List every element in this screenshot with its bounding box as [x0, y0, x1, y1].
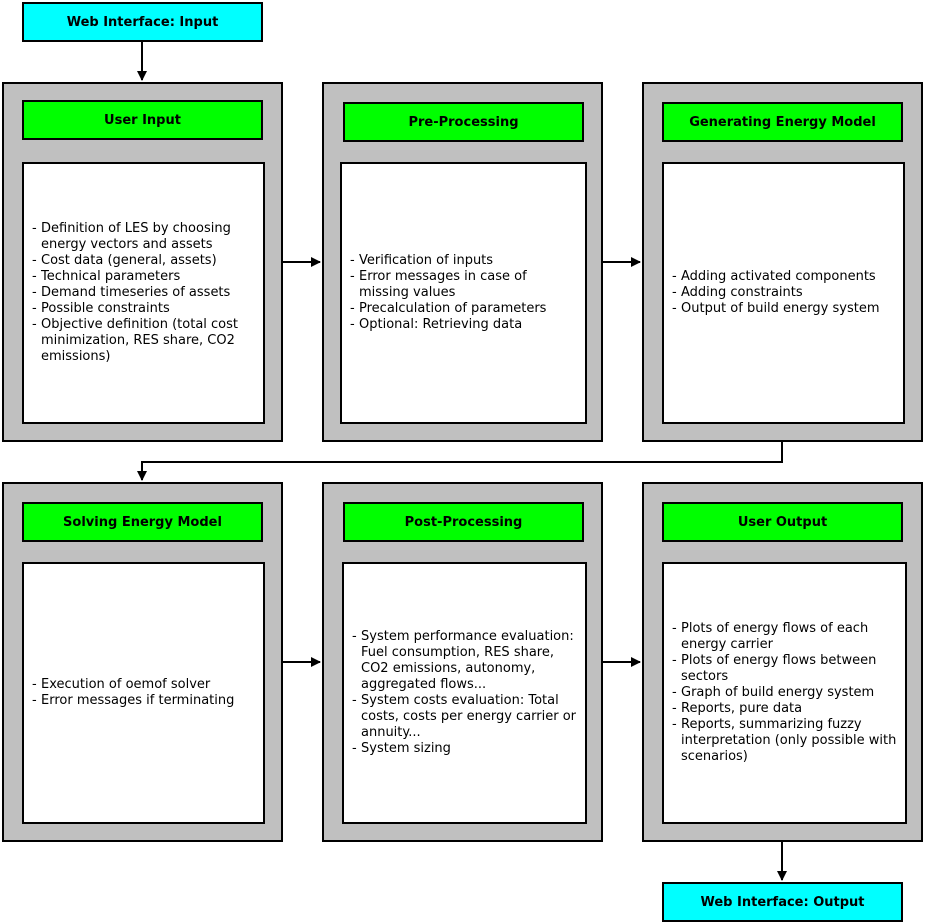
web-interface-output-box: Web Interface: Output [662, 882, 903, 922]
stage-body: System performance evaluation: Fuel cons… [342, 562, 587, 824]
list-item: Graph of build energy system [672, 685, 899, 701]
list-item: System sizing [352, 741, 579, 757]
list-item: Plots of energy flows between sectors [672, 653, 899, 685]
stage-title-text: Solving Energy Model [63, 514, 222, 530]
stage-title: Post-Processing [343, 502, 584, 542]
stage-title: Generating Energy Model [662, 102, 903, 142]
stage-solving-energy-model: Solving Energy Model Execution of oemof … [2, 482, 283, 842]
stage-item-list: Definition of LES by choosing energy vec… [32, 221, 257, 365]
stage-body: Execution of oemof solver Error messages… [22, 562, 265, 824]
list-item: Technical parameters [32, 269, 257, 285]
list-item: Output of build energy system [672, 301, 879, 317]
list-item: Reports, pure data [672, 701, 899, 717]
list-item: Cost data (general, assets) [32, 253, 257, 269]
stage-body: Definition of LES by choosing energy vec… [22, 162, 265, 424]
stage-post-processing: Post-Processing System performance evalu… [322, 482, 603, 842]
list-item: System performance evaluation: Fuel cons… [352, 629, 579, 693]
stage-item-list: Execution of oemof solver Error messages… [32, 677, 234, 709]
list-item: Reports, summarizing fuzzy interpretatio… [672, 717, 899, 765]
stage-title: User Output [662, 502, 903, 542]
arrow-generating-to-solving [137, 442, 783, 481]
list-item: System costs evaluation: Total costs, co… [352, 693, 579, 741]
stage-pre-processing: Pre-Processing Verification of inputs Er… [322, 82, 603, 442]
web-interface-input-box: Web Interface: Input [22, 2, 263, 42]
list-item: Optional: Retrieving data [350, 317, 579, 333]
list-item: Precalculation of parameters [350, 301, 579, 317]
list-item: Error messages if terminating [32, 693, 234, 709]
list-item: Verification of inputs [350, 253, 579, 269]
list-item: Adding activated components [672, 269, 879, 285]
stage-item-list: System performance evaluation: Fuel cons… [352, 629, 579, 757]
stage-user-output: User Output Plots of energy flows of eac… [642, 482, 923, 842]
stage-body: Plots of energy flows of each energy car… [662, 562, 907, 824]
stage-title: Solving Energy Model [22, 502, 263, 542]
list-item: Adding constraints [672, 285, 879, 301]
stage-user-input: User Input Definition of LES by choosing… [2, 82, 283, 442]
stage-body: Verification of inputs Error messages in… [340, 162, 587, 424]
web-interface-output-label: Web Interface: Output [700, 894, 865, 910]
stage-title-text: User Input [104, 112, 181, 128]
stage-generating-energy-model: Generating Energy Model Adding activated… [642, 82, 923, 442]
list-item: Plots of energy flows of each energy car… [672, 621, 899, 653]
list-item: Possible constraints [32, 301, 257, 317]
stage-item-list: Verification of inputs Error messages in… [350, 253, 579, 333]
stage-title-text: Pre-Processing [408, 114, 519, 130]
stage-item-list: Adding activated components Adding const… [672, 269, 879, 317]
stage-title-text: User Output [737, 514, 828, 530]
list-item: Objective definition (total cost minimiz… [32, 317, 257, 365]
web-interface-input-label: Web Interface: Input [66, 14, 219, 30]
stage-title-text: Post-Processing [404, 514, 523, 530]
stage-item-list: Plots of energy flows of each energy car… [672, 621, 899, 765]
list-item: Execution of oemof solver [32, 677, 234, 693]
stage-title: Pre-Processing [343, 102, 584, 142]
stage-body: Adding activated components Adding const… [662, 162, 905, 424]
list-item: Demand timeseries of assets [32, 285, 257, 301]
list-item: Error messages in case of missing values [350, 269, 579, 301]
list-item: Definition of LES by choosing energy vec… [32, 221, 257, 253]
stage-title: User Input [22, 100, 263, 140]
stage-title-text: Generating Energy Model [689, 114, 876, 130]
